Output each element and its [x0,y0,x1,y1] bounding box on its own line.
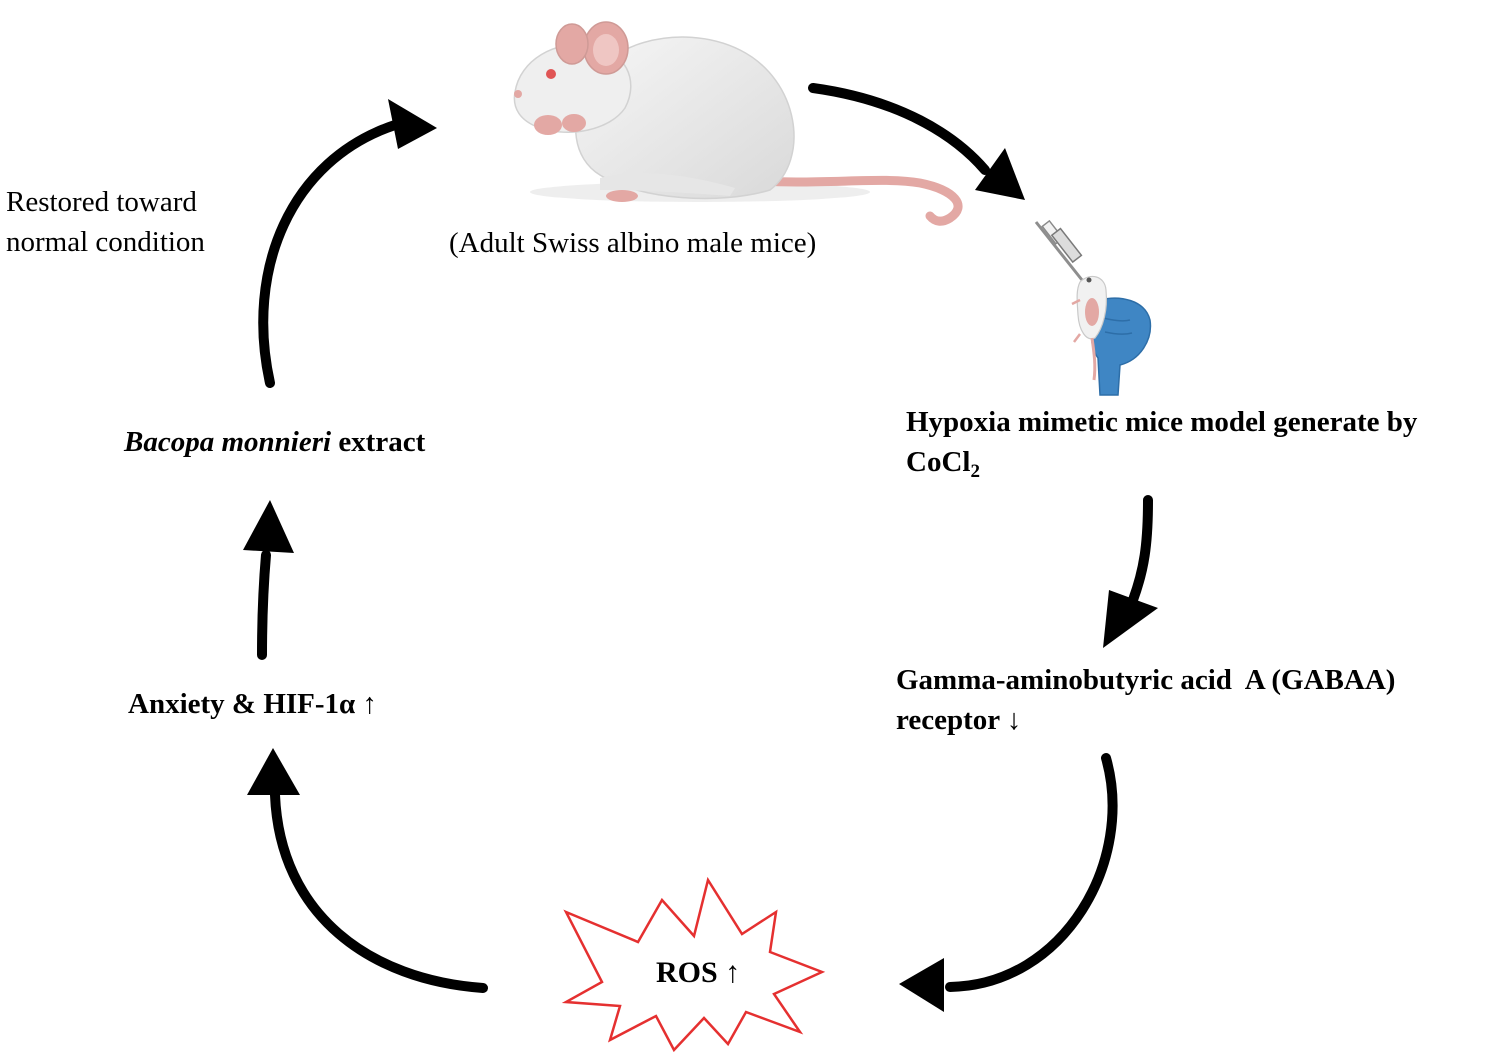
bacopa-label: Bacopa monnieri extract [124,422,425,462]
arrowhead-anxiety-to-bacopa [243,500,294,553]
formula-subscript: 2 [970,461,980,482]
ros-label: ROS ↑ [656,956,741,989]
gaba-label: Gamma-aminobutyric acid A (GABAA) recept… [896,660,1395,740]
formula-main: CoCl [906,446,971,478]
mice-label: (Adult Swiss albino male mice) [449,227,817,259]
arrowhead-bacopa-to-mice [388,99,437,149]
restored-line-1: Restored toward [6,186,197,218]
arrowhead-hypoxia-to-gaba [1103,590,1158,648]
arrowheads [243,99,1158,1012]
burst-icon [561,876,826,1053]
arrowhead-ros-to-anxiety [247,748,300,795]
bacopa-species-name: Bacopa monnieri [124,426,332,458]
syringe-injection-icon [1034,219,1152,396]
gaba-line-1: Gamma-aminobutyric acid A (GABAA) [896,664,1396,696]
arrow-mice-to-hypoxia [808,83,990,175]
hypoxia-formula: CoCl2 [906,442,1417,482]
bacopa-extract-word: extract [331,426,426,458]
hypoxia-label: Hypoxia mimetic mice model generate by C… [906,402,1417,482]
gaba-line-2: receptor ↓ [896,704,1022,736]
arrow-gaba-to-ros [945,753,1118,992]
restored-label: Restored toward normal condition [6,182,205,262]
mouse-icon [513,21,963,226]
arrow-bacopa-to-mice [258,120,400,388]
anxiety-label: Anxiety & HIF-1α ↑ [128,688,377,720]
hypoxia-line-1: Hypoxia mimetic mice model generate by [906,406,1418,438]
arrow-ros-to-anxiety [270,790,488,993]
cycle-arrows [257,83,1153,993]
arrowhead-gaba-to-ros [899,958,944,1012]
arrow-anxiety-to-bacopa [257,550,271,660]
restored-line-2: normal condition [6,226,205,258]
arrowhead-mice-to-hypoxia [975,148,1025,200]
arrow-hypoxia-to-gaba [1128,495,1153,605]
